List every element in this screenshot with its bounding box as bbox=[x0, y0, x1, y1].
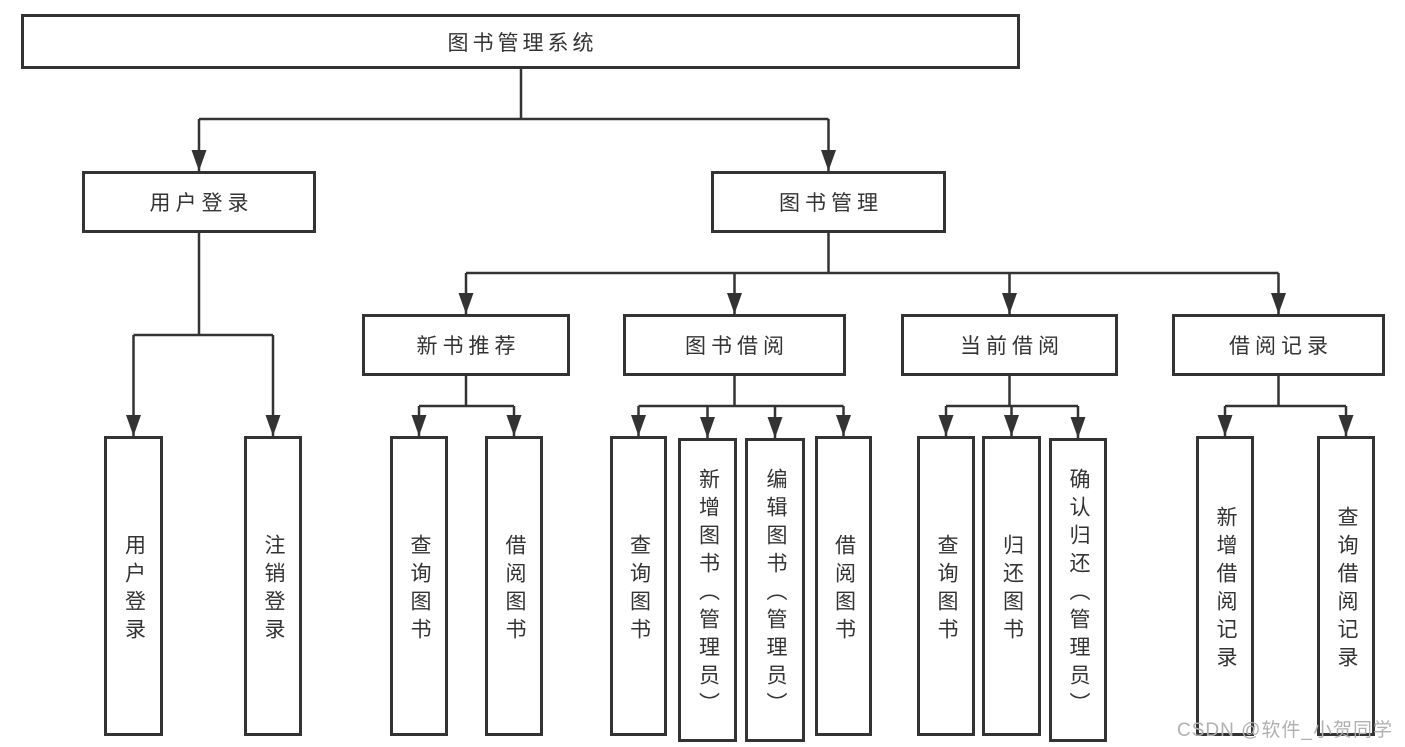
arrowhead-icon bbox=[1217, 415, 1233, 436]
watermark: CSDN @软件_小贺同学 bbox=[1177, 720, 1393, 741]
leaf-return-books: 归还图书 bbox=[982, 436, 1041, 736]
arrowhead-icon bbox=[1002, 293, 1017, 314]
leaf-query-books-borrow: 查询图书 bbox=[610, 436, 667, 736]
leaf-query-borrow-record: 查询借阅记录 bbox=[1317, 436, 1375, 736]
arrowhead-icon bbox=[1271, 293, 1286, 314]
arrowhead-icon bbox=[191, 150, 207, 171]
node-current-borrow: 当前借阅 bbox=[901, 314, 1118, 376]
leaf-borrow-books: 借阅图书 bbox=[815, 436, 872, 736]
arrowhead-icon bbox=[458, 293, 474, 314]
arrowhead-icon bbox=[1070, 417, 1086, 438]
leaf-add-borrow-record: 新增借阅记录 bbox=[1196, 436, 1254, 736]
leaf-query-books-recommend: 查询图书 bbox=[390, 436, 448, 736]
arrowhead-icon bbox=[821, 150, 836, 171]
node-user-login: 用户登录 bbox=[82, 171, 316, 233]
arrowhead-icon bbox=[411, 415, 427, 436]
node-book-management: 图书管理 bbox=[711, 171, 946, 233]
leaf-borrow-books-recommend: 借阅图书 bbox=[485, 436, 543, 736]
arrowhead-icon bbox=[1338, 415, 1354, 436]
connector-path bbox=[132, 68, 1348, 438]
arrowhead-icon bbox=[265, 415, 281, 436]
leaf-user-login: 用户登录 bbox=[104, 436, 163, 736]
arrowhead-icon bbox=[631, 415, 646, 436]
node-library-system: 图书管理系统 bbox=[21, 14, 1020, 69]
arrowhead-icon bbox=[126, 415, 141, 436]
node-borrow-records: 借阅记录 bbox=[1172, 314, 1385, 376]
leaf-add-books-admin: 新增图书（管理员） bbox=[678, 438, 737, 742]
leaf-edit-books-admin: 编辑图书（管理员） bbox=[745, 438, 805, 742]
arrowhead-icon bbox=[1004, 415, 1019, 436]
node-new-book-recommend: 新书推荐 bbox=[362, 314, 570, 376]
node-book-borrow: 图书借阅 bbox=[623, 314, 846, 376]
arrowhead-icon bbox=[700, 417, 715, 438]
leaf-query-books-current: 查询图书 bbox=[917, 436, 975, 736]
arrowhead-icon bbox=[506, 415, 522, 436]
leaf-logout: 注销登录 bbox=[244, 436, 302, 736]
arrowhead-icon bbox=[836, 415, 851, 436]
arrowhead-icon bbox=[938, 415, 954, 436]
arrowhead-icon bbox=[767, 417, 783, 438]
arrowhead-icon bbox=[727, 293, 742, 314]
leaf-confirm-return-admin: 确认归还（管理员） bbox=[1049, 438, 1107, 742]
